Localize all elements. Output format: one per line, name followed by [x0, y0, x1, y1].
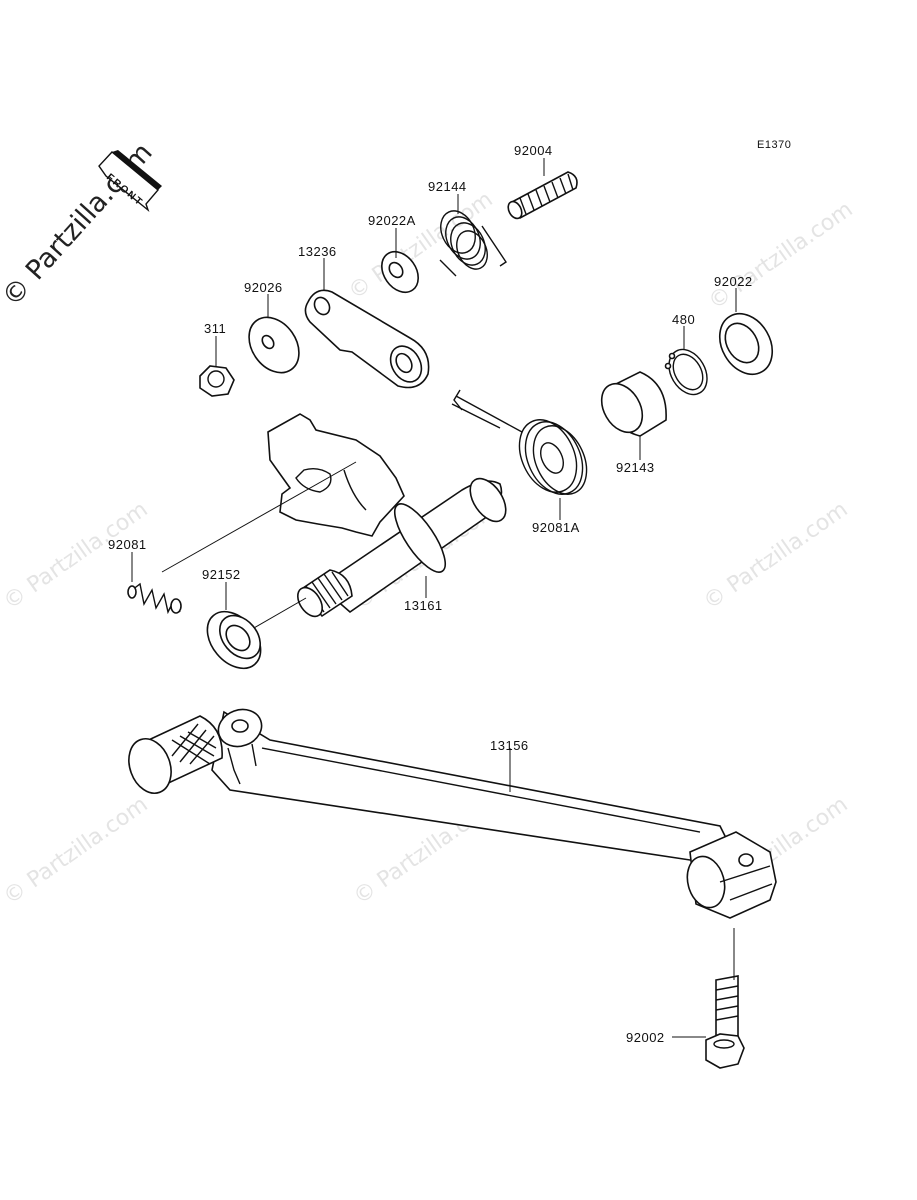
watermark: © Partzilla.com	[0, 792, 153, 910]
label-13236: 13236	[298, 244, 337, 259]
diagram-code: E1370	[757, 139, 791, 151]
part-92004-stud	[507, 171, 578, 220]
label-92081A: 92081A	[532, 520, 580, 535]
part-311-nut	[199, 365, 235, 397]
label-92144: 92144	[428, 179, 467, 194]
part-92022-washer	[718, 313, 774, 375]
label-92026: 92026	[244, 280, 283, 295]
label-92004: 92004	[514, 143, 553, 158]
part-92143-collar	[600, 371, 667, 437]
label-480: 480	[672, 312, 695, 327]
watermark: © Partzilla.com	[344, 187, 497, 305]
watermark: © Partzilla.com	[699, 497, 852, 615]
part-13161-shaft	[267, 413, 507, 618]
label-92022: 92022	[714, 274, 753, 289]
label-92081: 92081	[108, 537, 147, 552]
leader-lines	[131, 158, 737, 1038]
part-92026-washer	[248, 316, 300, 374]
label-311: 311	[204, 321, 226, 336]
label-92002: 92002	[626, 1030, 665, 1045]
part-92002-bolt	[705, 975, 745, 1069]
part-92081-spring	[127, 582, 182, 615]
part-92152-seal	[206, 610, 262, 670]
brand-watermark: © Partzilla.com	[0, 137, 159, 313]
label-13161: 13161	[404, 598, 443, 613]
part-13236-lever	[304, 289, 430, 389]
label-92022A: 92022A	[368, 213, 416, 228]
part-13156-pedal	[128, 708, 777, 919]
part-92081A-spring	[451, 389, 588, 495]
part-92022A-washer	[381, 250, 419, 294]
part-92144-spring	[439, 210, 507, 277]
watermark: © Partzilla.com	[704, 197, 857, 315]
label-92143: 92143	[616, 460, 655, 475]
part-480-circlip	[664, 348, 708, 396]
part-labels: 92004 92144 92022A 13236 92026 311 92022…	[108, 143, 753, 1045]
label-13156: 13156	[490, 738, 529, 753]
label-92152: 92152	[202, 567, 241, 582]
